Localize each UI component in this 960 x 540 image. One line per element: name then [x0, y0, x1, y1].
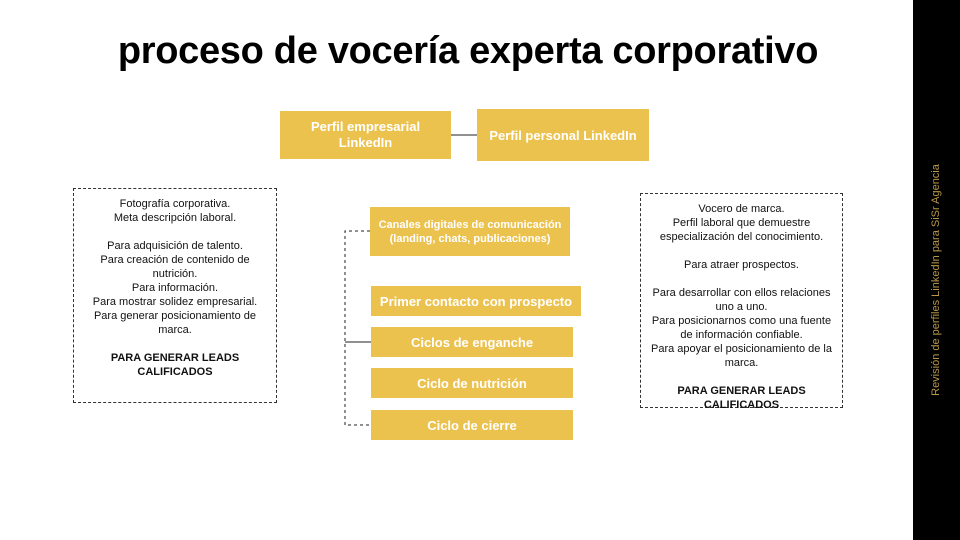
left-panel-purposes: Para adquisición de talento. Para creaci… [92, 240, 258, 336]
node-perfil-personal: Perfil personal LinkedIn [477, 109, 649, 161]
node-canales-digitales: Canales digitales de comunicación (landi… [370, 207, 570, 256]
right-panel-p1: Para atraer prospectos. [684, 259, 799, 271]
left-panel-intro: Fotografía corporativa. Meta descripción… [113, 198, 237, 224]
node-ciclo-nutricion: Ciclo de nutrición [371, 368, 573, 398]
left-notes-panel: Fotografía corporativa. Meta descripción… [73, 188, 277, 403]
sidebar [913, 0, 960, 540]
right-panel-p2: Para desarrollar con ellos relaciones un… [650, 287, 832, 369]
node-perfil-empresarial: Perfil empresarial LinkedIn [280, 111, 451, 159]
page-title: proceso de vocería experta corporativo [117, 30, 819, 72]
left-panel-cta: PARA GENERAR LEADS CALIFICADOS [110, 352, 240, 378]
sidebar-caption: Revisión de perfiles LinkedIn para SiSr … [930, 164, 942, 396]
bracket-dashed [344, 230, 371, 426]
right-notes-panel: Vocero de marca. Perfil laboral que demu… [640, 193, 843, 411]
node-ciclo-cierre: Ciclo de cierre [371, 410, 573, 440]
node-primer-contacto: Primer contacto con prospecto [371, 286, 581, 316]
right-panel-intro: Vocero de marca. Perfil laboral que demu… [659, 203, 824, 243]
right-panel-cta: PARA GENERAR LEADS CALIFICADOS [677, 385, 806, 411]
node-ciclos-enganche: Ciclos de enganche [371, 327, 573, 357]
